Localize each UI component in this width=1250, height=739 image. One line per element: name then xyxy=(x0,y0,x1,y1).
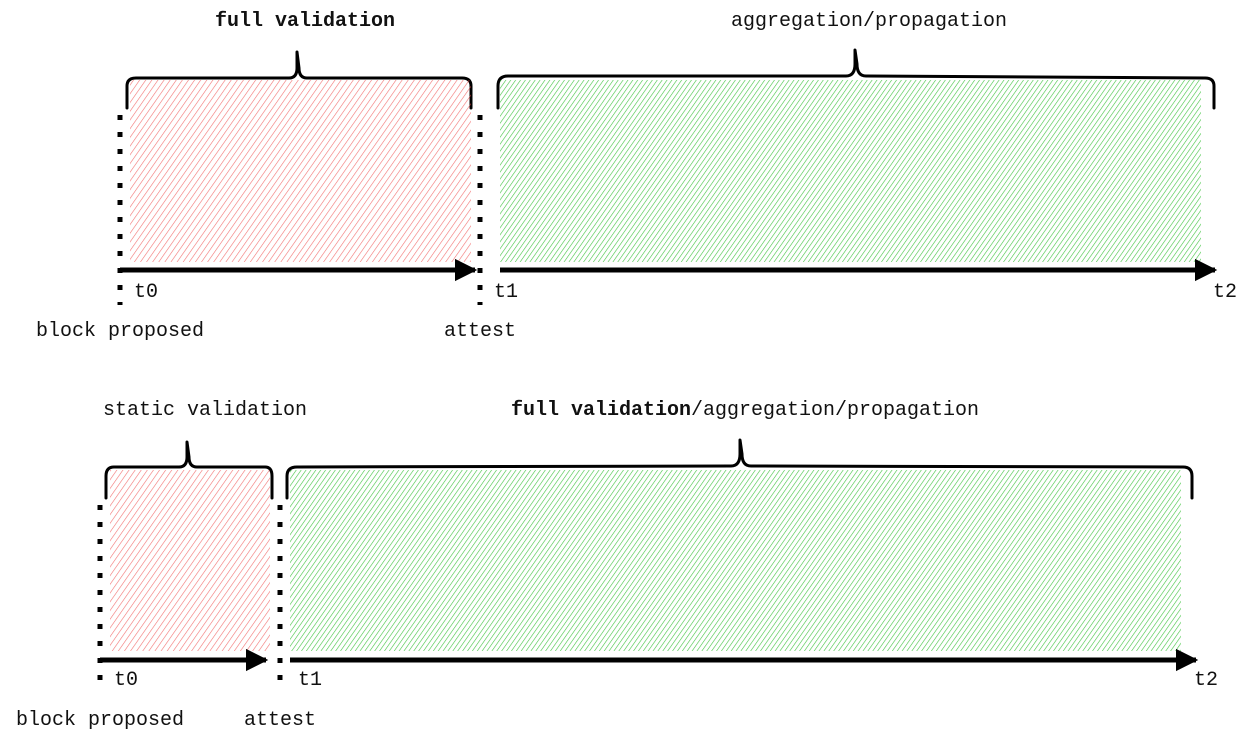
bottom-phase2-label-bold: full validation xyxy=(511,399,691,422)
top-phase2-brace xyxy=(496,48,1216,110)
bottom-tick-t2: t2 xyxy=(1194,669,1218,692)
bottom-phase2-label: full validation/aggregation/propagation xyxy=(511,399,979,422)
top-tick-t1: t1 xyxy=(494,281,518,304)
bottom-event-attest: attest xyxy=(244,709,316,732)
top-tick-t0: t0 xyxy=(134,281,158,304)
bottom-phase1-brace xyxy=(104,440,274,500)
bottom-phase2-brace xyxy=(285,438,1194,500)
bottom-phase2-label-rest: /aggregation/propagation xyxy=(691,399,979,422)
top-propagation-region xyxy=(500,80,1201,262)
top-phase1-brace xyxy=(125,50,473,110)
bottom-propagation-region xyxy=(290,470,1181,651)
top-event-attest: attest xyxy=(444,320,516,343)
top-tick-t2: t2 xyxy=(1213,281,1237,304)
bottom-phase1-label: static validation xyxy=(103,399,307,422)
bottom-timeline: static validation full validation/aggreg… xyxy=(16,399,1218,732)
top-timeline: full validation aggregation/propagation … xyxy=(36,10,1237,343)
bottom-tick-t1: t1 xyxy=(298,669,322,692)
bottom-validation-region xyxy=(110,470,270,651)
bottom-tick-t0: t0 xyxy=(114,669,138,692)
bottom-event-block-proposed: block proposed xyxy=(16,709,184,732)
top-validation-region xyxy=(130,80,471,262)
top-phase1-label: full validation xyxy=(215,10,395,33)
top-event-block-proposed: block proposed xyxy=(36,320,204,343)
top-phase2-label: aggregation/propagation xyxy=(731,10,1007,33)
